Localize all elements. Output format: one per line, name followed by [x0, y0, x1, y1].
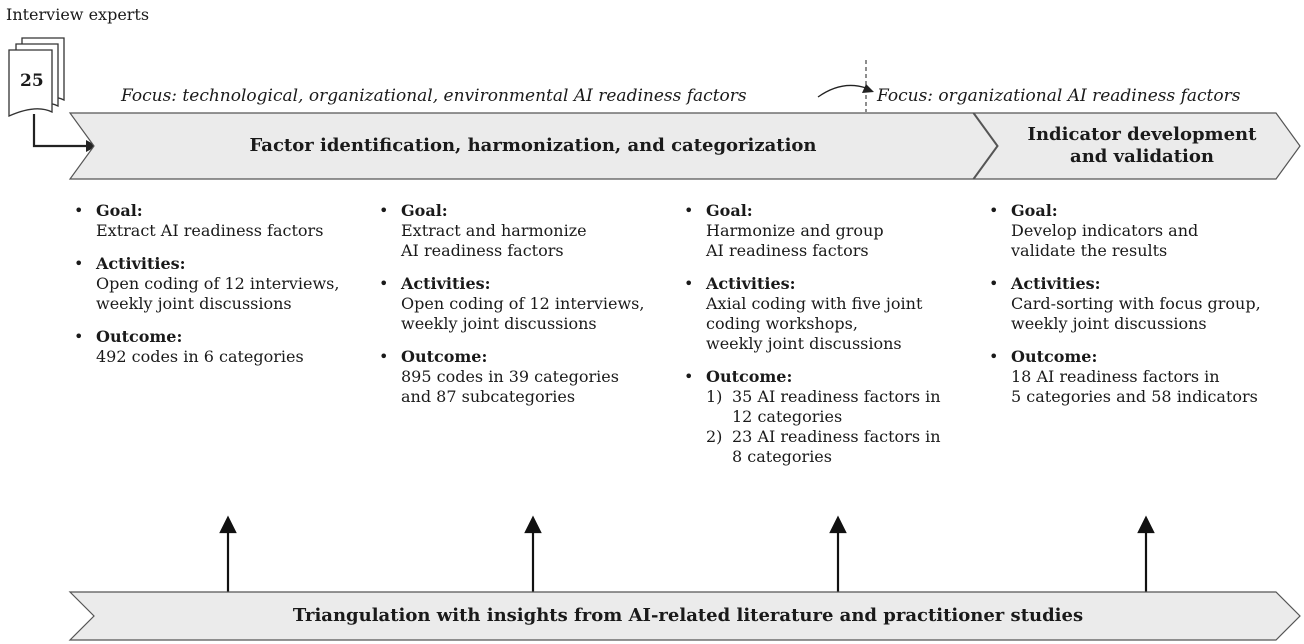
- goal-item: • Goal: Extract AI readiness factors: [70, 201, 365, 241]
- phase-column-4: • Goal: Develop indicators and validate …: [985, 201, 1303, 420]
- triangulation-arrows: [219, 515, 1155, 592]
- outcome-numbered-item: 1) 35 AI readiness factors in 12 categor…: [706, 387, 980, 427]
- bullet-icon: •: [684, 274, 694, 293]
- goal-label: Goal:: [706, 201, 753, 220]
- phase-column-2: • Goal: Extract and harmonize AI readine…: [375, 201, 675, 420]
- bullet-icon: •: [379, 201, 389, 220]
- bottom-banner-shape: [68, 591, 1301, 641]
- goal-text: Develop indicators and: [1011, 221, 1199, 240]
- outcome-text: 23 AI readiness factors in: [732, 427, 941, 446]
- outcome-text: 895 codes in 39 categories: [401, 367, 619, 386]
- banner-indicator-development-shape: [972, 112, 1301, 180]
- goal-text: AI readiness factors: [706, 241, 869, 260]
- outcome-text: 18 AI readiness factors in: [1011, 367, 1220, 386]
- document-count: 25: [20, 71, 44, 91]
- bullet-icon: •: [684, 201, 694, 220]
- goal-label: Goal:: [1011, 201, 1058, 220]
- bullet-icon: •: [989, 347, 999, 366]
- interview-experts-label: Interview experts: [6, 5, 150, 24]
- outcome-item: • Outcome: 18 AI readiness factors in 5 …: [985, 347, 1303, 407]
- outcome-item: • Outcome: 492 codes in 6 categories: [70, 327, 365, 367]
- goal-item: • Goal: Develop indicators and validate …: [985, 201, 1303, 261]
- goal-item: • Goal: Harmonize and group AI readiness…: [680, 201, 980, 261]
- activities-item: • Activities: Open coding of 12 intervie…: [375, 274, 675, 334]
- outcome-label: Outcome:: [96, 327, 183, 346]
- phase-column-1: • Goal: Extract AI readiness factors • A…: [70, 201, 365, 380]
- outcome-text: 492 codes in 6 categories: [96, 347, 304, 366]
- outcome-item: • Outcome: 1) 35 AI readiness factors in…: [680, 367, 980, 467]
- activities-text: coding workshops,: [706, 314, 858, 333]
- bullet-icon: •: [74, 254, 84, 273]
- activities-text: Card-sorting with focus group,: [1011, 294, 1261, 313]
- activities-text: weekly joint discussions: [401, 314, 597, 333]
- goal-text: Extract AI readiness factors: [96, 221, 324, 240]
- focus-right-text: Focus: organizational AI readiness facto…: [877, 86, 1241, 106]
- activities-item: • Activities: Axial coding with five joi…: [680, 274, 980, 354]
- transition-arrow: [817, 84, 867, 98]
- activities-label: Activities:: [401, 274, 491, 293]
- outcome-numbered-item: 2) 23 AI readiness factors in 8 categori…: [706, 427, 980, 467]
- outcome-text: 8 categories: [732, 447, 832, 466]
- goal-text: AI readiness factors: [401, 241, 564, 260]
- phase-column-3: • Goal: Harmonize and group AI readiness…: [680, 201, 980, 480]
- activities-label: Activities:: [706, 274, 796, 293]
- outcome-text: 35 AI readiness factors in: [732, 387, 941, 406]
- outcome-label: Outcome:: [1011, 347, 1098, 366]
- outcome-label: Outcome:: [706, 367, 793, 386]
- goal-label: Goal:: [96, 201, 143, 220]
- activities-text: Open coding of 12 interviews,: [401, 294, 645, 313]
- activities-text: weekly joint discussions: [706, 334, 902, 353]
- outcome-text: 5 categories and 58 indicators: [1011, 387, 1258, 406]
- bullet-icon: •: [379, 347, 389, 366]
- banner-indicator-line1: Indicator development: [1027, 124, 1257, 145]
- goal-label: Goal:: [401, 201, 448, 220]
- bottom-banner-text: Triangulation with insights from AI-rela…: [292, 605, 1084, 626]
- activities-label: Activities:: [1011, 274, 1101, 293]
- bullet-icon: •: [684, 367, 694, 386]
- banner-factor-identification-shape: [68, 112, 998, 180]
- bullet-icon: •: [74, 327, 84, 346]
- bullet-icon: •: [74, 201, 84, 220]
- outcome-text: 12 categories: [732, 407, 843, 426]
- outcome-text: and 87 subcategories: [401, 387, 576, 406]
- banner-indicator-development: Indicator development and validation: [998, 124, 1286, 168]
- documents-icon: [8, 37, 65, 117]
- goal-item: • Goal: Extract and harmonize AI readine…: [375, 201, 675, 261]
- activities-item: • Activities: Open coding of 12 intervie…: [70, 254, 365, 314]
- connector-arrowhead: [86, 140, 97, 152]
- goal-text: Harmonize and group: [706, 221, 884, 240]
- activities-item: • Activities: Card-sorting with focus gr…: [985, 274, 1303, 334]
- outcome-label: Outcome:: [401, 347, 488, 366]
- activities-label: Activities:: [96, 254, 186, 273]
- bullet-icon: •: [989, 201, 999, 220]
- activities-text: Axial coding with five joint: [706, 294, 923, 313]
- connector-arrow: [32, 114, 86, 148]
- bullet-icon: •: [989, 274, 999, 293]
- activities-text: weekly joint discussions: [96, 294, 292, 313]
- banner-factor-identification: Factor identification, harmonization, an…: [249, 135, 817, 156]
- focus-left-text: Focus: technological, organizational, en…: [121, 86, 747, 106]
- goal-text: validate the results: [1011, 241, 1168, 260]
- goal-text: Extract and harmonize: [401, 221, 587, 240]
- outcome-item: • Outcome: 895 codes in 39 categories an…: [375, 347, 675, 407]
- activities-text: Open coding of 12 interviews,: [96, 274, 340, 293]
- transition-arrowhead: [862, 84, 874, 93]
- activities-text: weekly joint discussions: [1011, 314, 1207, 333]
- bullet-icon: •: [379, 274, 389, 293]
- outcome-number: 1): [706, 387, 723, 406]
- outcome-number: 2): [706, 427, 723, 446]
- banner-indicator-line2: and validation: [1070, 146, 1214, 167]
